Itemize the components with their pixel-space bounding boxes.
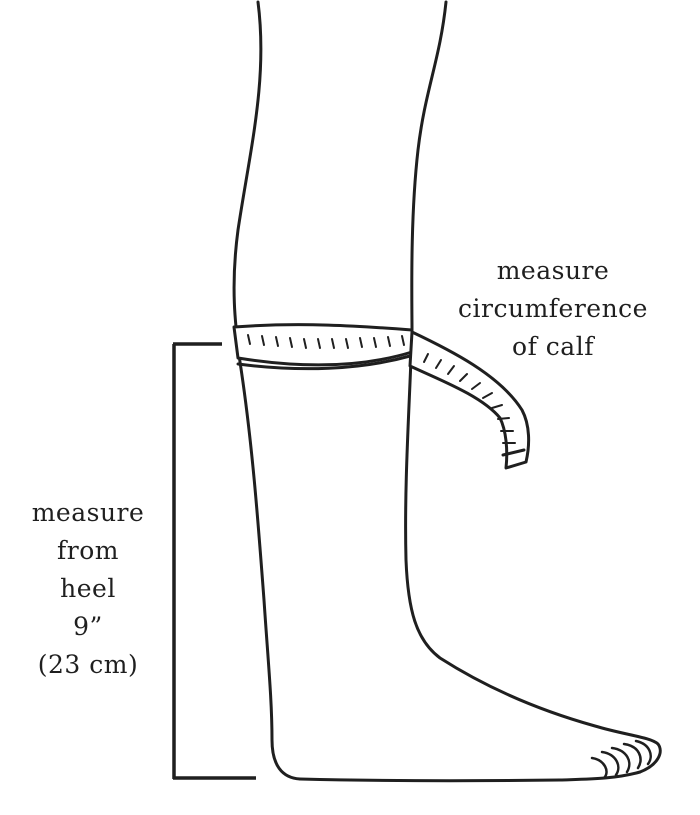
height-label-line-4: 9”	[73, 612, 103, 641]
height-label-line-3: heel	[60, 574, 116, 603]
height-label-line-2: from	[57, 536, 119, 565]
tape-bottom-edge	[236, 354, 412, 371]
calf-measure-label: measure circumference of calf	[440, 252, 666, 366]
leg-outline	[232, 0, 662, 783]
tape-measure	[232, 323, 531, 470]
foot-sole	[298, 770, 642, 783]
height-label-line-5: (23 cm)	[37, 650, 139, 679]
leg-front-contour	[404, 0, 662, 774]
calf-label-line-2: circumference	[458, 294, 648, 323]
calf-label-line-3: of calf	[512, 332, 594, 361]
tape-tail	[408, 330, 531, 470]
tape-band-ticks	[247, 334, 405, 349]
calf-label-line-1: measure	[496, 256, 610, 285]
toe-line	[610, 746, 631, 774]
leg-back-contour	[232, 0, 302, 781]
toes	[590, 739, 652, 780]
toe-line	[622, 742, 642, 770]
toe-line	[634, 739, 652, 766]
tape-band	[232, 323, 414, 367]
tape-tail-ticks	[423, 353, 516, 444]
toe-line	[600, 750, 620, 777]
height-label-line-1: measure	[31, 498, 145, 527]
toe-line	[590, 756, 608, 780]
height-measure-label: measure from heel 9” (23 cm)	[8, 494, 168, 684]
tape-tail-end	[501, 448, 526, 457]
height-bracket	[172, 342, 256, 780]
